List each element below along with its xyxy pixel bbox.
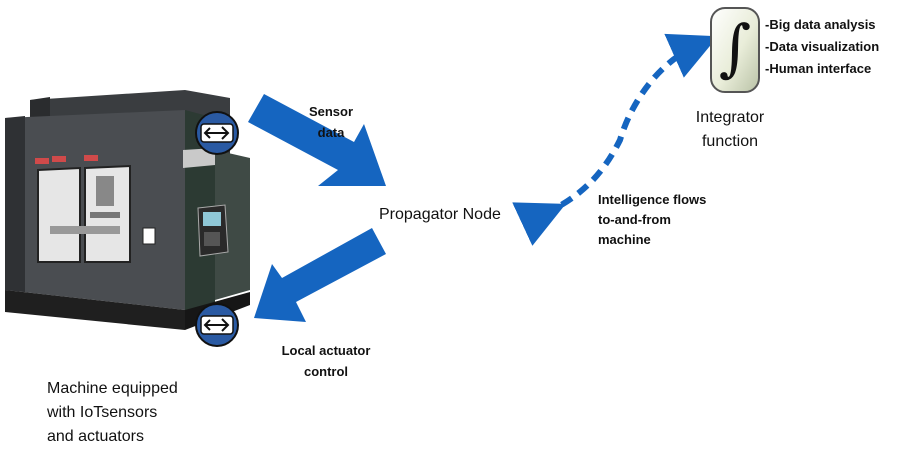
function-item: -Human interface [765,61,872,76]
intelligence-flow-arrow [512,33,718,246]
function-item: -Big data analysis [765,17,876,32]
sensor-data-label: Sensor data [308,104,354,140]
integral-symbol: ∫ [718,11,752,84]
integral-icon [710,7,760,93]
sensor-data-arrow [248,94,386,186]
arrow-swap-icon [195,303,239,347]
actuator-control-label: Local actuator control [281,343,371,379]
propagator-node-label: Propagator Node [379,206,501,223]
machine-label: Machine equipped with IoTsensors and act… [47,380,178,445]
integrator-label: Integrator function [695,109,765,150]
function-item: -Data visualization [765,39,880,54]
arrow-swap-icon [195,111,239,155]
intelligence-flow-label: Intelligence flows to-and-from machine [598,192,707,247]
actuator-control-arrow [254,228,386,322]
integrator-functions-list: -Big data analysis -Data visualization -… [765,14,879,80]
